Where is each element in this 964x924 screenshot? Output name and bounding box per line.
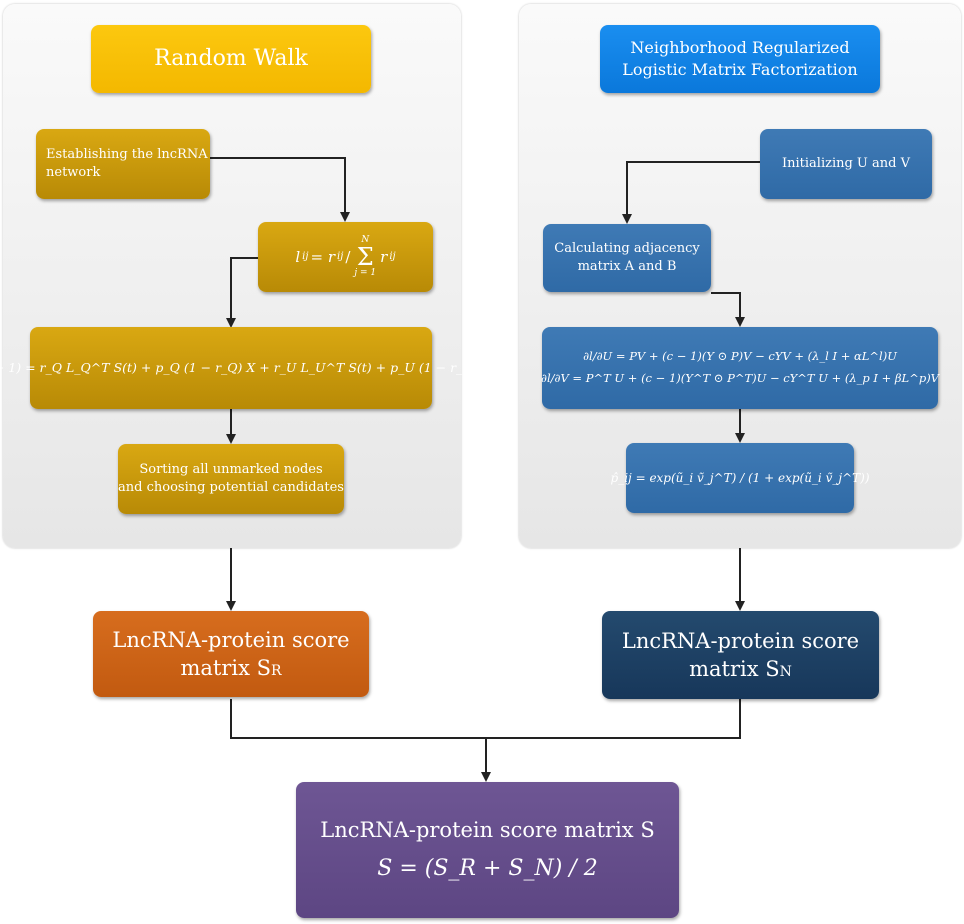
phat-box: p̂_ij = exp(ũ_i ṽ_j^T) / (1 + exp(ũ_i ṽ_… <box>611 443 870 513</box>
nrlmf-title-box: Neighborhood Regularized Logistic Matrix… <box>600 25 880 93</box>
sort-line-1: Sorting all unmarked nodes <box>139 462 323 478</box>
sort-line-2: and choosing potential candidates <box>118 480 344 495</box>
init-uv-label: Initializing U and V <box>781 156 910 172</box>
sort-candidates-box: Sorting all unmarked nodes and choosing … <box>118 444 344 514</box>
arrow-adj-to-grad <box>711 292 745 327</box>
score-n-line-2: matrix SN <box>689 657 792 681</box>
score-r-box: LncRNA-protein score matrix SR <box>93 611 369 697</box>
adjacency-line-1: Calculating adjacency <box>554 241 700 257</box>
phat-formula: p̂_ij = exp(ũ_i ṽ_j^T) / (1 + exp(ũ_i ṽ_… <box>610 470 870 485</box>
score-n-line-1: LncRNA-protein score <box>621 628 860 653</box>
final-score-title: LncRNA-protein score matrix S <box>320 817 655 842</box>
init-uv-box: Initializing U and V <box>760 129 932 199</box>
s-update-formula-box: S(t + 1) = r_Q L_Q^T S(t) + p_Q (1 − r_Q… <box>0 327 491 409</box>
establish-network-box: Establishing the lncRNA network <box>36 129 210 199</box>
arrow-network-to-l <box>210 157 350 222</box>
merge-line <box>230 699 741 739</box>
final-score-formula: S = (S_R + S_N) / 2 <box>377 856 598 882</box>
score-r-line-2: matrix SR <box>180 656 282 680</box>
nrlmf-title-line-1: Neighborhood Regularized <box>630 38 850 58</box>
random-walk-title-box: Random Walk <box>91 25 371 93</box>
score-n-box: LncRNA-protein score matrix SN <box>602 611 879 699</box>
arrow-l-to-s <box>226 257 258 328</box>
adjacency-box: Calculating adjacency matrix A and B <box>543 224 711 292</box>
arrow-init-to-adj <box>622 161 760 224</box>
s-update-formula: S(t + 1) = r_Q L_Q^T S(t) + p_Q (1 − r_Q… <box>0 359 491 375</box>
nrlmf-title-line-2: Logistic Matrix Factorization <box>622 60 858 79</box>
final-score-box: LncRNA-protein score matrix S S = (S_R +… <box>296 782 679 918</box>
score-r-line-1: LncRNA-protein score <box>112 627 350 652</box>
gradient-v-formula: ∂l/∂V = P^T U + (c − 1)(Y^T ⊙ P^T)U − cY… <box>541 371 939 385</box>
random-walk-title: Random Walk <box>154 46 308 72</box>
adjacency-line-2: matrix A and B <box>577 259 677 274</box>
establish-network-label: Establishing the lncRNA network <box>46 147 208 180</box>
gradient-u-formula: ∂l/∂U = PV + (c − 1)(Y ⊙ P)V − cYV + (λ_… <box>583 349 897 364</box>
gradient-box: ∂l/∂U = PV + (c − 1)(Y ⊙ P)V − cYV + (λ_… <box>541 327 939 409</box>
